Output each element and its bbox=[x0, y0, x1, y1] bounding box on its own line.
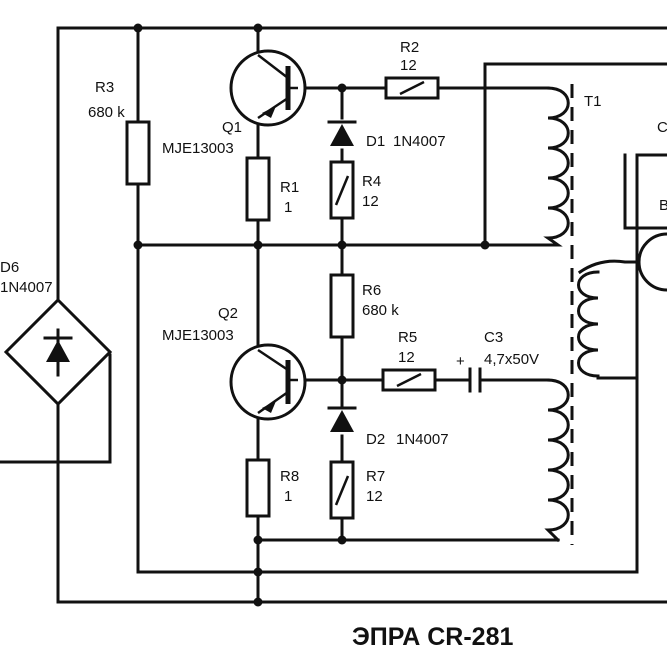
r4-value: 12 bbox=[362, 193, 379, 210]
r2-value: 12 bbox=[400, 57, 417, 74]
r3-ref: R3 bbox=[95, 79, 114, 96]
resistor-r6: R6 680 k bbox=[329, 273, 399, 339]
q2-value: MJE13003 bbox=[162, 327, 234, 344]
c3-ref: C3 bbox=[484, 329, 503, 346]
r6-value: 680 k bbox=[362, 302, 399, 319]
capacitor-c3: + C3 4,7x50V bbox=[456, 329, 539, 393]
d1-value: 1N4007 bbox=[393, 133, 446, 150]
r2-ref: R2 bbox=[400, 39, 419, 56]
resistor-r4: R4 12 bbox=[329, 160, 381, 220]
q1-value: MJE13003 bbox=[162, 140, 234, 157]
resistor-r3: R3 680 k bbox=[88, 79, 151, 186]
diode-d2: D2 1N4007 bbox=[327, 406, 449, 448]
transistor-q1: Q1 MJE13003 bbox=[162, 49, 307, 157]
d6-ref: D6 bbox=[0, 259, 19, 276]
r3-value: 680 k bbox=[88, 104, 125, 121]
diode-d1: D1 1N4007 bbox=[327, 120, 446, 150]
wires bbox=[0, 26, 667, 604]
resistor-r5: R5 12 bbox=[381, 329, 437, 392]
r6-ref: R6 bbox=[362, 282, 381, 299]
t1-ref: T1 bbox=[584, 93, 602, 110]
partial-b-ref: B bbox=[659, 197, 667, 214]
r5-ref: R5 bbox=[398, 329, 417, 346]
resistor-r7: R7 12 bbox=[329, 460, 385, 520]
resistor-r8: R8 1 bbox=[245, 458, 299, 518]
r1-ref: R1 bbox=[280, 179, 299, 196]
d6-value: 1N4007 bbox=[0, 279, 53, 296]
resistor-r1: R1 1 bbox=[245, 156, 299, 222]
r5-value: 12 bbox=[398, 349, 415, 366]
r7-value: 12 bbox=[366, 488, 383, 505]
q1-ref: Q1 bbox=[222, 119, 242, 136]
d2-ref: D2 bbox=[366, 431, 385, 448]
bridge-rectifier-d6: D6 1N4007 bbox=[0, 259, 113, 407]
transistor-q2: Q2 MJE13003 bbox=[162, 305, 307, 421]
r4-ref: R4 bbox=[362, 173, 381, 190]
junctions bbox=[133, 23, 490, 607]
d1-ref: D1 bbox=[366, 133, 385, 150]
schematic-title: ЭПРА CR-281 bbox=[352, 623, 513, 651]
c3-polarity: + bbox=[456, 353, 465, 370]
partial-right-components: C B bbox=[637, 119, 667, 292]
partial-c-ref: C bbox=[657, 119, 667, 136]
d2-value: 1N4007 bbox=[396, 431, 449, 448]
q2-ref: Q2 bbox=[218, 305, 238, 322]
r8-value: 1 bbox=[284, 488, 292, 505]
resistor-r2: R2 12 bbox=[384, 39, 440, 100]
r8-ref: R8 bbox=[280, 468, 299, 485]
transformer-t1: T1 bbox=[483, 84, 602, 545]
r1-value: 1 bbox=[284, 199, 292, 216]
r7-ref: R7 bbox=[366, 468, 385, 485]
c3-value: 4,7x50V bbox=[484, 351, 539, 368]
